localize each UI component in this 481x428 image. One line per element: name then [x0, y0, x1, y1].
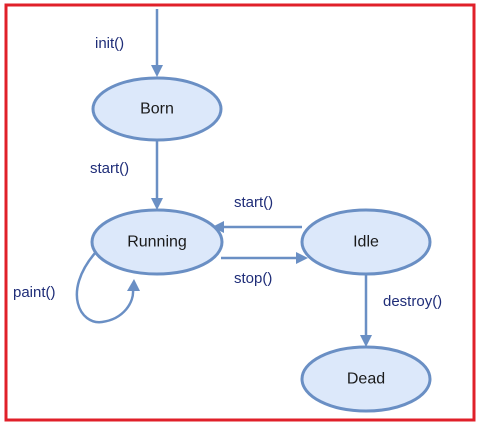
edge-label-paint: paint() — [13, 284, 56, 301]
state-dead: Dead — [300, 345, 432, 413]
state-born: Born — [91, 76, 223, 142]
edge-running-to-idle: stop() — [221, 252, 308, 287]
edge-init-arrowhead — [151, 65, 163, 77]
state-dead-ellipse — [300, 345, 432, 413]
state-dead-label: Dead — [347, 371, 385, 388]
edge-label-destroy: destroy() — [383, 293, 442, 310]
state-born-ellipse — [91, 76, 223, 142]
state-running-ellipse — [90, 208, 224, 276]
edge-paint-arrowhead — [127, 279, 140, 291]
state-idle: Idle — [300, 208, 432, 276]
state-born-label: Born — [140, 101, 174, 118]
edge-label-init: init() — [95, 35, 124, 52]
edge-paint-self-loop: paint() — [13, 252, 140, 324]
state-running-label: Running — [127, 234, 187, 251]
edge-running-idle-arrowhead — [296, 252, 308, 264]
edge-init: init() — [95, 9, 163, 77]
edge-paint-loop-line — [75, 252, 135, 324]
edge-idle-dead-arrowhead — [360, 335, 372, 347]
state-idle-label: Idle — [353, 234, 379, 251]
edge-label-start-idle: start() — [234, 194, 273, 211]
state-running: Running — [90, 208, 224, 276]
edge-born-to-running: start() — [90, 140, 163, 210]
frame-border — [4, 3, 476, 422]
edge-label-stop: stop() — [234, 270, 272, 287]
edge-idle-running-arrowhead — [212, 221, 224, 233]
edge-born-running-arrowhead — [151, 198, 163, 210]
edge-idle-to-dead: destroy() — [360, 274, 442, 347]
state-idle-ellipse — [300, 208, 432, 276]
edge-label-start-born: start() — [90, 160, 129, 177]
edge-idle-to-running: start() — [212, 194, 302, 233]
